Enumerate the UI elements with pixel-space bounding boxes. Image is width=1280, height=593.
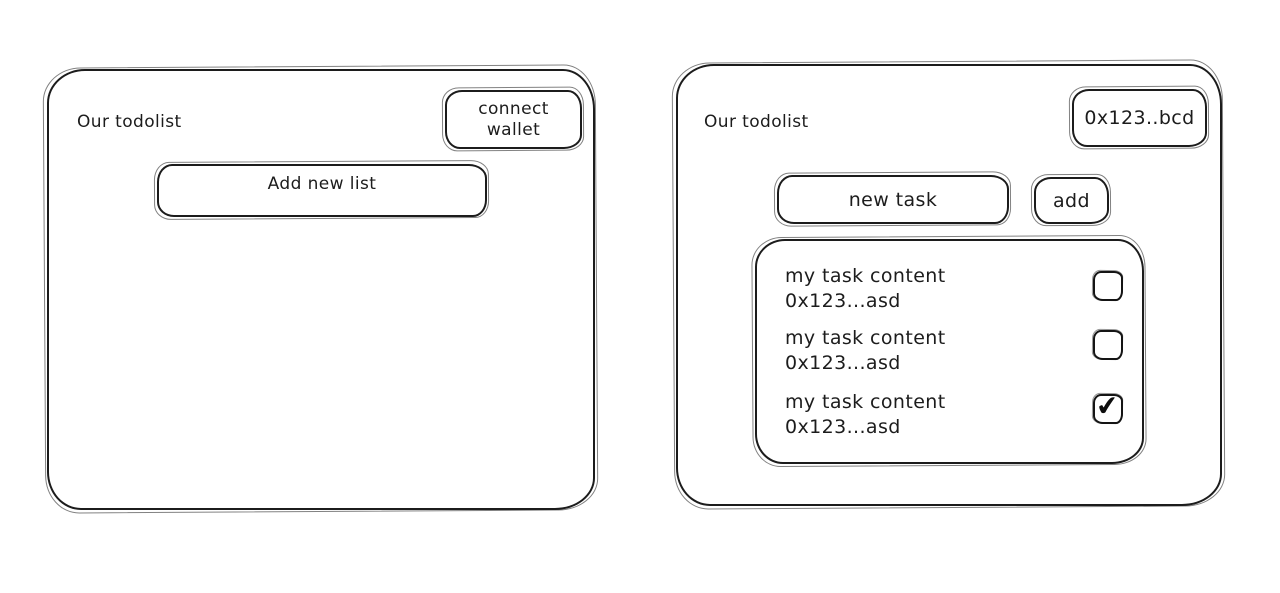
add-new-list-button[interactable]: Add new list — [157, 164, 487, 217]
task-checkbox[interactable] — [1093, 330, 1123, 360]
task-text: my task content 0x123...asd — [785, 389, 946, 440]
task-list: my task content 0x123...asd my task cont… — [755, 239, 1144, 464]
task-checkbox[interactable] — [1093, 271, 1123, 301]
task-row: my task content 0x123...asd — [785, 325, 1126, 381]
page-title: Our todolist — [77, 112, 182, 132]
task-address: 0x123...asd — [785, 416, 901, 438]
wallet-address-button[interactable]: 0x123..bcd — [1072, 89, 1207, 147]
task-text: my task content 0x123...asd — [785, 263, 946, 314]
page-title: Our todolist — [704, 112, 809, 132]
todolist-panel-connected: Our todolist 0x123..bcd new task add my … — [676, 64, 1222, 506]
task-text: my task content 0x123...asd — [785, 325, 946, 376]
task-content: my task content — [785, 391, 946, 413]
new-task-input[interactable]: new task — [777, 175, 1009, 224]
task-address: 0x123...asd — [785, 352, 901, 374]
task-content: my task content — [785, 327, 946, 349]
checkmark-icon: ✔ — [1094, 389, 1120, 424]
task-content: my task content — [785, 265, 946, 287]
task-row: my task content 0x123...asd — [785, 263, 1126, 319]
task-address: 0x123...asd — [785, 290, 901, 312]
task-checkbox-checked[interactable]: ✔ — [1093, 389, 1123, 424]
connect-wallet-button[interactable]: connect wallet — [445, 90, 582, 149]
task-row: my task content 0x123...asd ✔ — [785, 389, 1126, 445]
add-task-button[interactable]: add — [1034, 177, 1109, 224]
todolist-panel-disconnected: Our todolist connect wallet Add new list — [47, 69, 595, 510]
